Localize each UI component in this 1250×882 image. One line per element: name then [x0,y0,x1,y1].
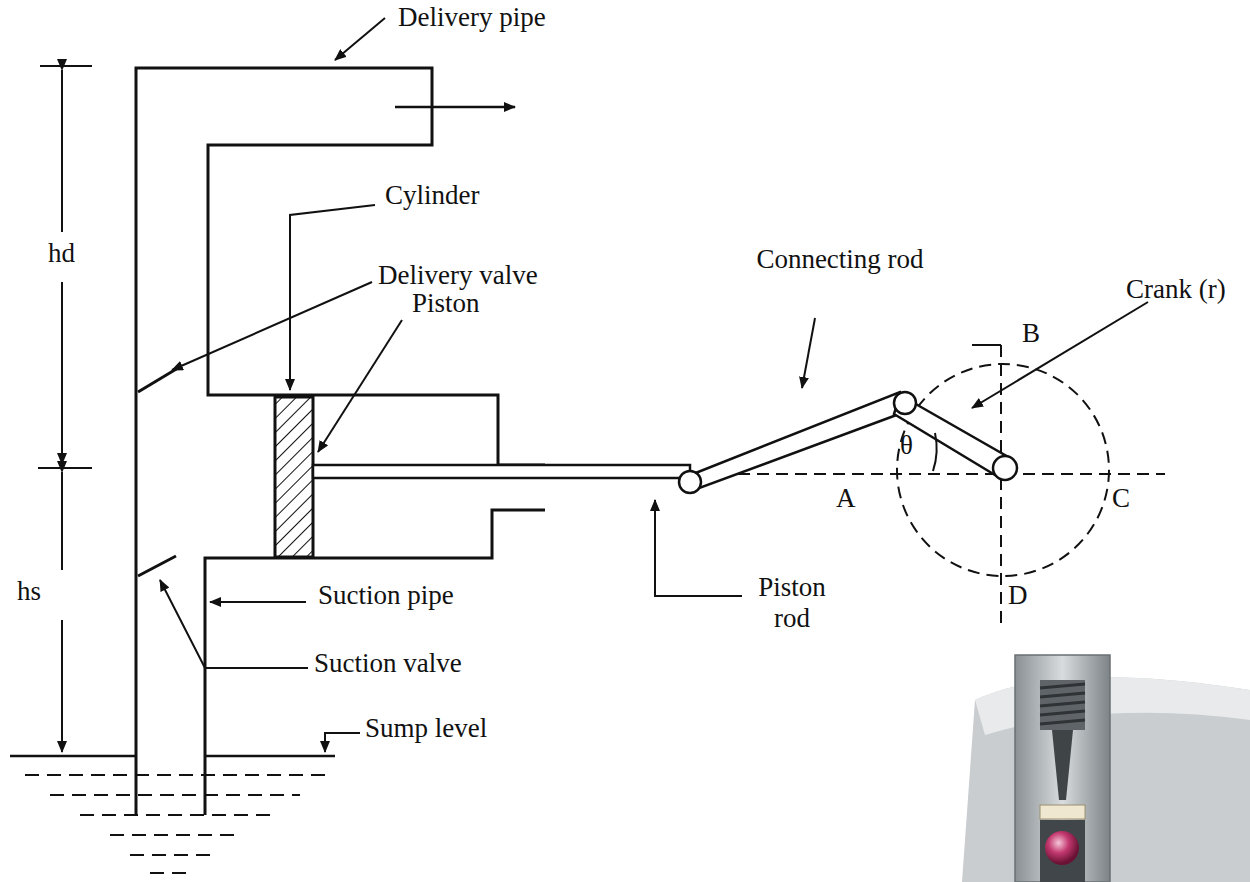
dimension-label: hs [16,574,42,609]
part-label: Delivery valve [378,260,538,291]
dimension-label: hd [47,236,76,271]
part-label: Cylinder [385,180,480,211]
part-label: Sump level [365,713,487,744]
pin [894,392,916,414]
pin [993,456,1017,480]
point-label: B [1022,318,1040,349]
leader-lines [160,18,1148,752]
point-label: C [1112,483,1130,514]
valve-photo [962,655,1250,882]
part-label: Connecting rod [755,244,925,275]
sump-water [10,756,335,873]
part-label: Suction valve [314,648,462,679]
part-label: Delivery pipe [398,2,546,33]
part-label: Suction pipe [318,580,454,611]
angle-arc [933,433,937,471]
tick [972,344,1001,346]
part-label: Piston rod [742,572,842,634]
dimension-lines [38,66,92,752]
angle-label: θ [900,430,913,461]
part-label: Crank (r) [1126,274,1226,305]
point-label: D [1008,580,1028,611]
connecting-rod [688,392,910,490]
piston [275,397,313,557]
pump-body [136,68,545,815]
point-label: A [836,483,856,514]
pin [679,471,701,493]
part-label: Piston [412,288,480,319]
piston-rod [313,465,690,478]
flow-arrow [395,106,515,109]
